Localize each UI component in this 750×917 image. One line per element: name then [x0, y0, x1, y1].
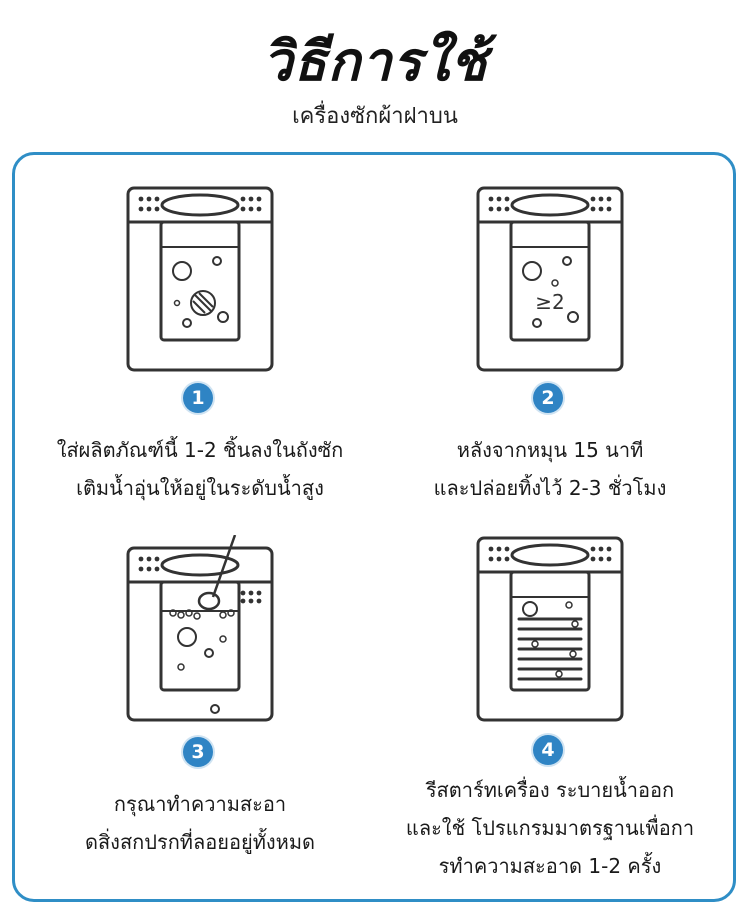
step-2-line-2: และปล่อยทิ้งไว้ 2-3 ชั่วโมง: [433, 476, 667, 500]
step-1-line-2: เติมน้ำอุ่นให้อยู่ในระดับน้ำสูง: [76, 476, 324, 500]
step-2: ≥2 2 หลังจากหมุน 15 นาที และปล่อยทิ้งไว้…: [370, 185, 730, 500]
step-2-caption: หลังจากหมุน 15 นาที และปล่อยทิ้งไว้ 2-3 …: [370, 431, 730, 507]
page-title: วิธีการใช้: [262, 30, 488, 93]
step-2-line-1: หลังจากหมุน 15 นาที: [456, 438, 644, 462]
step-4-caption: รีสตาร์ทเครื่อง ระบายน้ำออก และใช้ โปรแก…: [370, 771, 730, 885]
step-4: 4 รีสตาร์ทเครื่อง ระบายน้ำออก และใช้ โปร…: [370, 535, 730, 878]
step-4-badge: 4: [533, 735, 563, 765]
soaking-washer-icon: ≥2: [476, 186, 624, 372]
step-3-line-2: ดสิ่งสกปรกที่ลอยอยู่ทั้งหมด: [84, 830, 316, 854]
step-1-line-1: ใส่ผลิตภัณฑ์นี้ 1-2 ชิ้นลงในถังซัก: [56, 438, 344, 462]
step-3-line-1: กรุณาทำความสะอา: [113, 792, 287, 816]
step-3: 3 กรุณาทำความสะอา ดสิ่งสกปรกที่ลอยอยู่ทั…: [20, 535, 380, 854]
step-1: 1 ใส่ผลิตภัณฑ์นี้ 1-2 ชิ้นลงในถังซัก เติ…: [20, 185, 380, 500]
tablet-in-washer-icon: [126, 186, 274, 372]
step-3-badge: 3: [183, 737, 213, 767]
clean-drum-icon: [476, 536, 624, 722]
step-2-badge: 2: [533, 383, 563, 413]
step-1-badge: 1: [183, 383, 213, 413]
step-4-line-1: รีสตาร์ทเครื่อง ระบายน้ำออก: [425, 778, 675, 802]
step-4-line-2: และใช้ โปรแกรมมาตรฐานเพื่อกา: [405, 816, 695, 840]
step-3-caption: กรุณาทำความสะอา ดสิ่งสกปรกที่ลอยอยู่ทั้ง…: [20, 785, 380, 861]
skimming-washer-icon: [126, 535, 274, 722]
page-subtitle: เครื่องซักผ้าฝาบน: [292, 104, 458, 129]
step-1-caption: ใส่ผลิตภัณฑ์นี้ 1-2 ชิ้นลงในถังซัก เติมน…: [20, 431, 380, 507]
soak-duration-mark: ≥2: [535, 290, 564, 314]
step-4-line-3: รทำความสะอาด 1-2 ครั้ง: [438, 854, 662, 878]
instructions-frame: [12, 152, 736, 902]
